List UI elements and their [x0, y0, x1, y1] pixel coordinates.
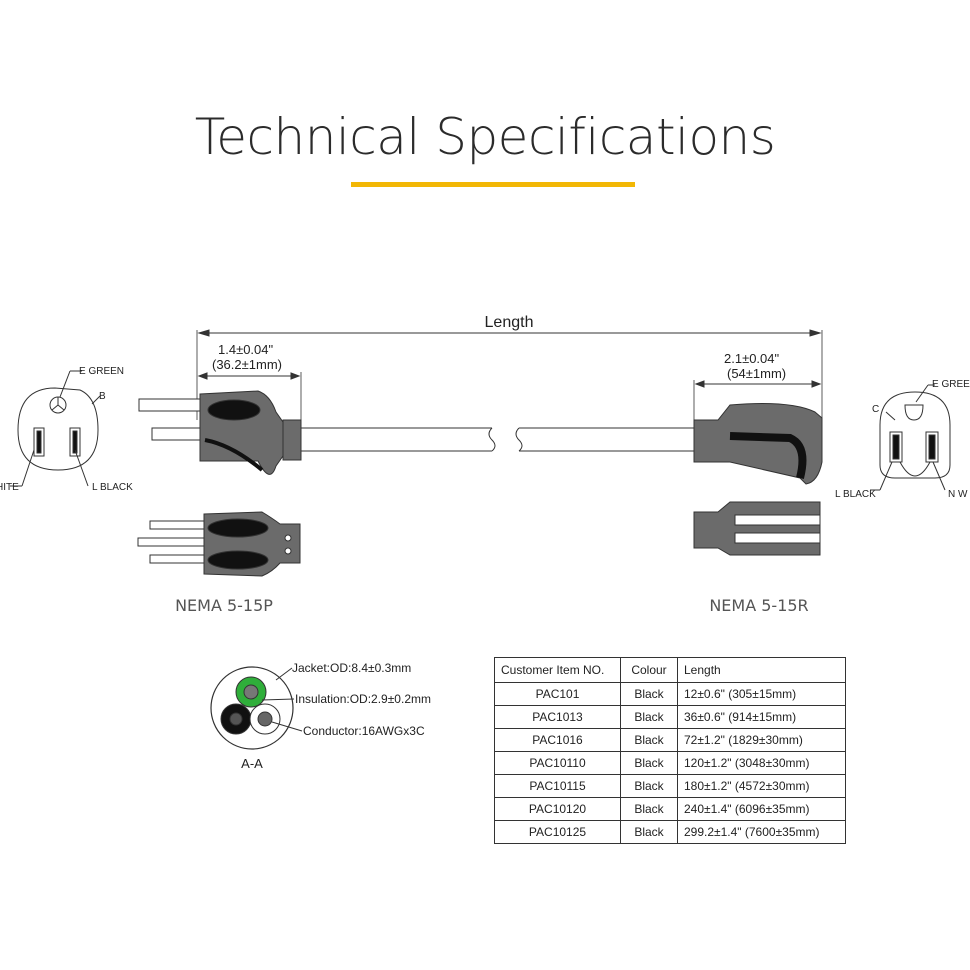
- table-row: PAC10115 Black 180±1.2" (4572±30mm): [494, 774, 846, 798]
- plug-side-view: [138, 390, 302, 475]
- receptacle-dimension: 2.1±0.04" (54±1mm): [693, 351, 822, 420]
- receptacle-top-view: [693, 501, 821, 556]
- plug-top-view: [137, 511, 301, 577]
- table-row: PAC101 Black 12±0.6" (305±15mm): [494, 682, 846, 706]
- length-cell: 36±0.6" (914±15mm): [677, 705, 846, 729]
- header-item-no: Customer Item NO.: [494, 657, 621, 683]
- item-length-table: Customer Item NO. Colour Length PAC101 B…: [494, 657, 846, 844]
- receptacle-neutral-label: N W: [948, 489, 968, 500]
- header-length: Length: [677, 657, 846, 683]
- title-underline: [351, 182, 635, 187]
- jacket-label: Jacket:OD:8.4±0.3mm: [292, 661, 411, 675]
- item-no-cell: PAC101: [494, 682, 621, 706]
- colour-cell: Black: [620, 797, 678, 821]
- length-cell: 12±0.6" (305±15mm): [677, 682, 846, 706]
- receptacle-side-view: [693, 403, 823, 485]
- table-header-row: Customer Item NO. Colour Length: [494, 657, 846, 683]
- receptacle-line-label: L BLACK: [835, 489, 876, 500]
- receptacle-ground-label: E GREEN: [932, 379, 970, 390]
- item-no-cell: PAC10115: [494, 774, 621, 798]
- plug-line-label: L BLACK: [92, 482, 133, 493]
- colour-cell: Black: [620, 774, 678, 798]
- length-dimension: Length: [196, 314, 823, 420]
- table-row: PAC10120 Black 240±1.4" (6096±35mm): [494, 797, 846, 821]
- length-cell: 180±1.2" (4572±30mm): [677, 774, 846, 798]
- header-colour: Colour: [620, 657, 678, 683]
- item-no-cell: PAC10120: [494, 797, 621, 821]
- colour-cell: Black: [620, 728, 678, 752]
- table-row: PAC10125 Black 299.2±1.4" (7600±35mm): [494, 820, 846, 844]
- item-no-cell: PAC1016: [494, 728, 621, 752]
- length-cell: 299.2±1.4" (7600±35mm): [677, 820, 846, 844]
- receptacle-length-label: 2.1±0.04": [724, 351, 780, 366]
- receptacle-face: E GREEN C L BLACK N W: [835, 379, 970, 500]
- table-row: PAC1013 Black 36±0.6" (914±15mm): [494, 705, 846, 729]
- plug-ground-label: E GREEN: [79, 366, 124, 377]
- length-cell: 72±1.2" (1829±30mm): [677, 728, 846, 752]
- plug-b-label: B: [99, 391, 106, 402]
- plug-dimension: 1.4±0.04" (36.2±1mm): [197, 342, 302, 420]
- page-title: Technical Specifications: [194, 108, 776, 166]
- receptacle-length-mm-label: (54±1mm): [727, 366, 786, 381]
- cable: [300, 427, 694, 452]
- insulation-label: Insulation:OD:2.9±0.2mm: [295, 692, 431, 706]
- colour-cell: Black: [620, 751, 678, 775]
- plug-length-label: 1.4±0.04": [218, 342, 274, 357]
- receptacle-c-label: C: [872, 404, 879, 415]
- length-cell: 240±1.4" (6096±35mm): [677, 797, 846, 821]
- plug-length-mm-label: (36.2±1mm): [212, 357, 282, 372]
- plug-face: E GREEN B HITE L BLACK: [0, 366, 133, 493]
- item-no-cell: PAC10125: [494, 820, 621, 844]
- cable-cross-section: Jacket:OD:8.4±0.3mm Insulation:OD:2.9±0.…: [210, 661, 431, 771]
- plug-name: NEMA 5-15P: [175, 596, 273, 615]
- plug-neutral-label: HITE: [0, 482, 19, 493]
- item-no-cell: PAC1013: [494, 705, 621, 729]
- length-cell: 120±1.2" (3048±30mm): [677, 751, 846, 775]
- section-label: A-A: [241, 756, 263, 771]
- colour-cell: Black: [620, 705, 678, 729]
- conductor-label: Conductor:16AWGx3C: [303, 724, 425, 738]
- length-label: Length: [485, 314, 534, 331]
- table-row: PAC10110 Black 120±1.2" (3048±30mm): [494, 751, 846, 775]
- colour-cell: Black: [620, 820, 678, 844]
- item-no-cell: PAC10110: [494, 751, 621, 775]
- receptacle-name: NEMA 5-15R: [709, 596, 808, 615]
- colour-cell: Black: [620, 682, 678, 706]
- table-row: PAC1016 Black 72±1.2" (1829±30mm): [494, 728, 846, 752]
